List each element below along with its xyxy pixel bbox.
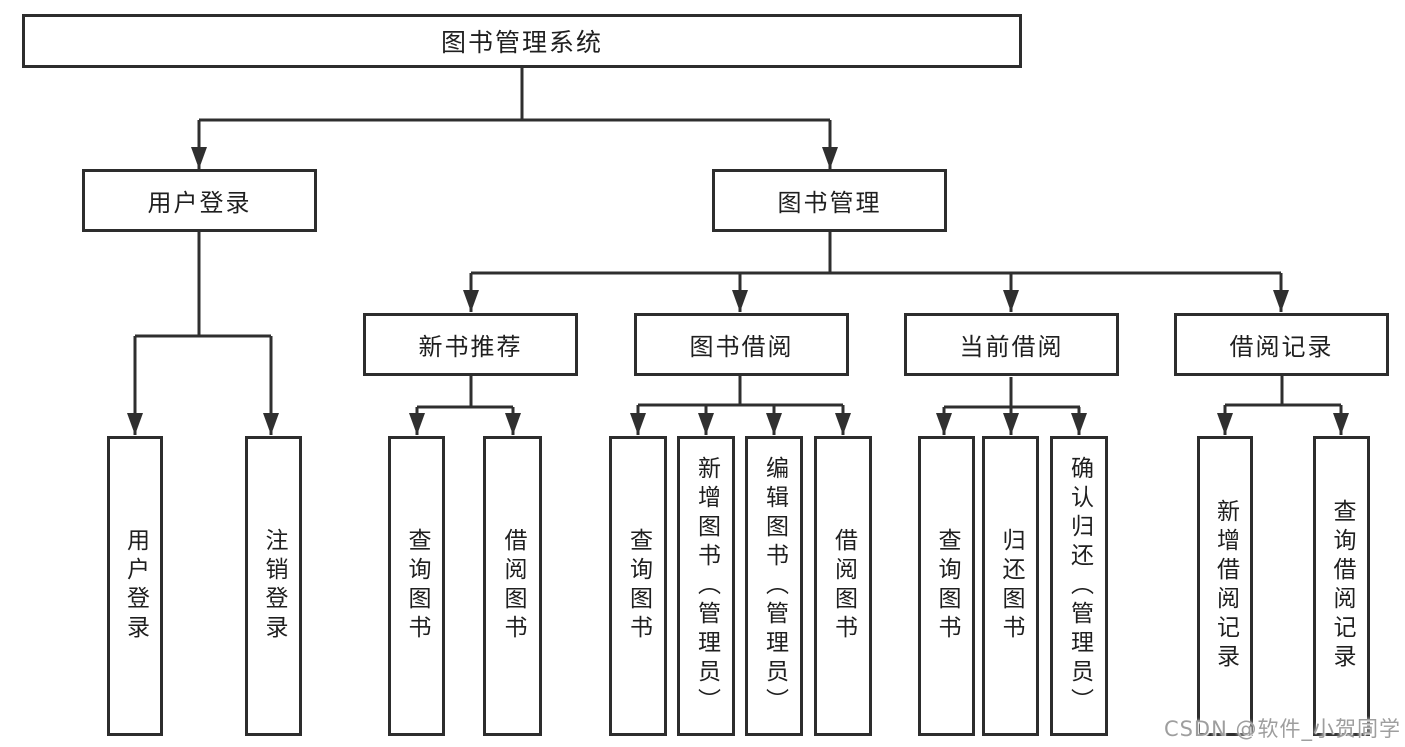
leaf-current-return-book: 归还图书: [982, 436, 1039, 736]
node-label: 当前借阅: [959, 333, 1064, 361]
leaf-current-confirm-return-admin: 确认归还（管理员）: [1050, 436, 1108, 736]
leaf-logout-login: 注销登录: [245, 436, 302, 736]
node-label: 查询图书: [404, 528, 430, 644]
node-label: 借阅记录: [1229, 333, 1334, 361]
node-book-borrowing: 图书借阅: [634, 313, 849, 376]
node-label: 注销登录: [261, 528, 287, 644]
csdn-watermark: CSDN @软件_小贺同学: [1163, 717, 1401, 741]
node-label: 借阅图书: [830, 528, 857, 644]
leaf-user-login: 用户登录: [107, 436, 163, 736]
node-label: 编辑图书（管理员）: [761, 455, 788, 717]
node-user-login: 用户登录: [82, 169, 317, 232]
node-label: 查询借阅记录: [1329, 499, 1355, 673]
node-new-book-recommendation: 新书推荐: [363, 313, 578, 376]
leaf-current-query-book: 查询图书: [918, 436, 975, 736]
node-label: 归还图书: [998, 528, 1024, 644]
leaf-recommend-borrow-book: 借阅图书: [483, 436, 542, 736]
leaf-borrow-add-book-admin: 新增图书（管理员）: [677, 436, 735, 736]
node-borrowing-records: 借阅记录: [1174, 313, 1389, 376]
node-label: 图书管理: [777, 189, 882, 217]
elbow-lines: [135, 68, 1341, 409]
leaf-recommend-query-book: 查询图书: [388, 436, 445, 736]
node-system-root: 图书管理系统: [22, 14, 1022, 68]
node-label: 借阅图书: [500, 528, 526, 644]
node-label: 新书推荐: [418, 333, 523, 361]
leaf-borrow-query-book: 查询图书: [609, 436, 667, 736]
node-label: 用户登录: [147, 189, 252, 217]
leaf-borrow-borrow-book: 借阅图书: [814, 436, 872, 736]
node-book-management: 图书管理: [712, 169, 947, 232]
leaf-borrow-edit-book-admin: 编辑图书（管理员）: [745, 436, 803, 736]
node-label: 用户登录: [122, 528, 149, 644]
node-label: 图书借阅: [689, 333, 794, 361]
leaf-records-query-record: 查询借阅记录: [1313, 436, 1370, 736]
node-label: 新增借阅记录: [1212, 499, 1239, 673]
node-label: 新增图书（管理员）: [693, 455, 720, 717]
node-label: 查询图书: [934, 528, 960, 644]
node-label: 图书管理系统: [440, 28, 603, 57]
node-current-borrowing: 当前借阅: [904, 313, 1119, 376]
node-label: 查询图书: [625, 528, 652, 644]
leaf-records-add-record: 新增借阅记录: [1197, 436, 1253, 736]
node-label: 确认归还（管理员）: [1066, 455, 1093, 717]
